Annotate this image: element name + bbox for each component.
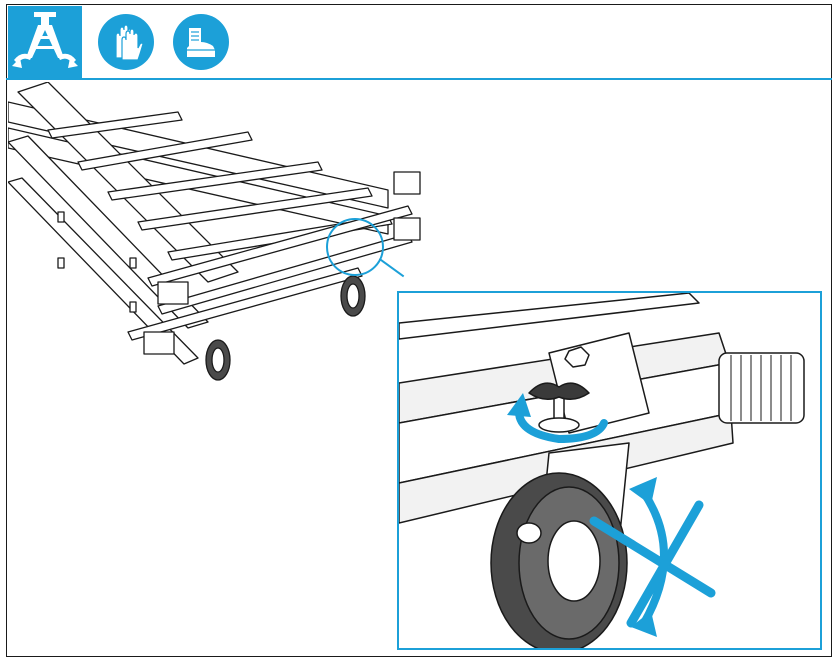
safety-boots-icon (173, 14, 229, 70)
ladder-unfold-icon (8, 6, 82, 78)
protective-gloves-icon (98, 14, 154, 70)
header-divider (6, 78, 832, 80)
ladder-frame-illustration (8, 82, 438, 402)
page-frame (6, 4, 832, 657)
castor-detail-view (397, 291, 822, 650)
zoom-highlight-circle (326, 218, 384, 276)
